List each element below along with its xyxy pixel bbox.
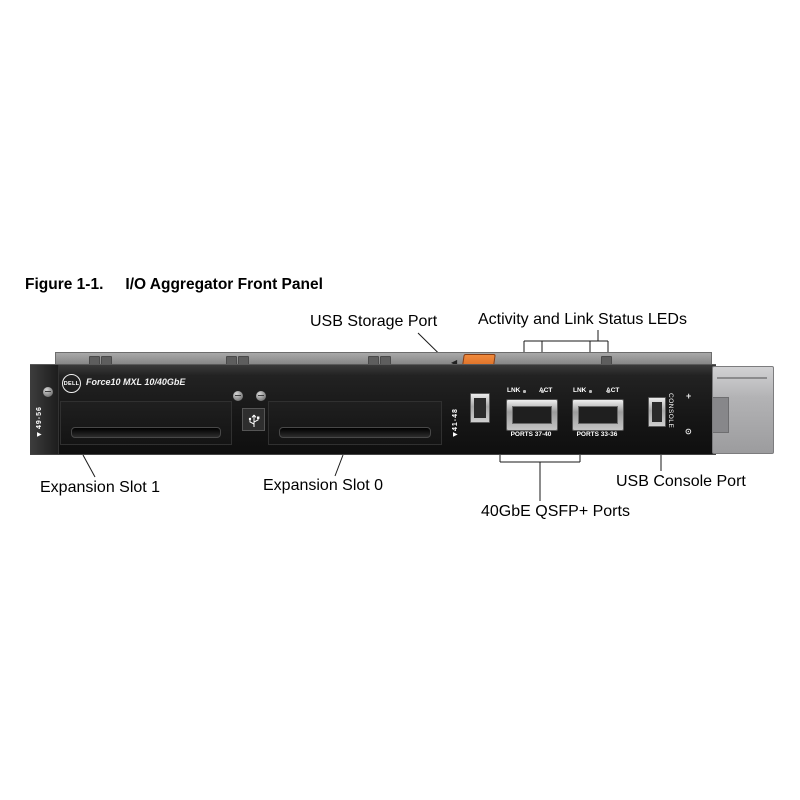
callout-activity-link-leds: Activity and Link Status LEDs bbox=[478, 311, 687, 328]
act-led-label: ACT bbox=[539, 387, 553, 394]
figure-title: I/O Aggregator Front Panel bbox=[125, 276, 323, 293]
switch-front-panel: ◀ DELL Force10 MXL 10/40GbE 49-56 ▶ bbox=[30, 352, 774, 455]
screw bbox=[256, 391, 266, 401]
line-slot0 bbox=[334, 454, 344, 477]
act-led-label: ACT bbox=[606, 387, 620, 394]
expansion-slot-1-blank bbox=[60, 401, 232, 445]
port-range-49-56-arrow-icon: ▶ bbox=[37, 432, 42, 438]
slot-groove bbox=[71, 427, 221, 438]
lnk-led-label: LNK bbox=[573, 387, 587, 394]
latch-arrow-icon: ◀ bbox=[451, 358, 458, 367]
activity-led bbox=[541, 390, 544, 393]
handle-detail bbox=[717, 377, 767, 379]
line-slot1 bbox=[82, 454, 96, 478]
activity-led bbox=[607, 390, 610, 393]
figure-number: Figure 1-1. bbox=[25, 276, 104, 293]
qsfp-port-33-36 bbox=[572, 399, 624, 431]
port-range-41-48-arrow-icon: ▶ bbox=[453, 432, 458, 438]
port-range-41-48-label: 41-48 bbox=[452, 408, 459, 431]
figure-caption: Figure 1-1. I/O Aggregator Front Panel bbox=[25, 276, 323, 294]
ports-37-40-label: PORTS 37-40 bbox=[510, 431, 552, 438]
callout-usb-storage-port: USB Storage Port bbox=[310, 313, 438, 330]
status-ring-icon: ⊙ bbox=[685, 427, 692, 436]
callout-qsfp-ports: 40GbE QSFP+ Ports bbox=[481, 503, 630, 520]
console-label: CONSOLE bbox=[667, 393, 674, 429]
model-label: Force10 MXL 10/40GbE bbox=[86, 377, 186, 387]
usb-icon bbox=[248, 414, 259, 427]
link-status-led bbox=[589, 390, 592, 393]
ports-33-36-label: PORTS 33-36 bbox=[576, 431, 618, 438]
usb-console-port bbox=[648, 397, 666, 427]
port-range-49-56-label: 49-56 bbox=[36, 406, 43, 429]
dell-logo: DELL bbox=[62, 374, 81, 393]
callout-expansion-slot-1: Expansion Slot 1 bbox=[40, 479, 161, 496]
ejector-handle bbox=[712, 366, 774, 454]
usb-console-port-slot bbox=[652, 402, 662, 422]
qsfp-cage bbox=[578, 406, 618, 424]
status-plus-icon: + bbox=[686, 391, 692, 401]
expansion-slot-0-blank bbox=[268, 401, 442, 445]
callout-expansion-slot-0: Expansion Slot 0 bbox=[263, 477, 384, 494]
usb-icon-plate bbox=[242, 408, 265, 431]
screw bbox=[43, 387, 53, 397]
screw bbox=[233, 391, 243, 401]
left-end-cap bbox=[30, 365, 59, 454]
slot-groove bbox=[279, 427, 431, 438]
link-status-led bbox=[523, 390, 526, 393]
qsfp-port-37-40 bbox=[506, 399, 558, 431]
usb-storage-port bbox=[470, 393, 490, 423]
handle-notch bbox=[713, 397, 729, 433]
callout-usb-console-port: USB Console Port bbox=[616, 473, 746, 490]
lnk-led-label: LNK bbox=[507, 387, 521, 394]
usb-storage-port-slot bbox=[474, 398, 486, 418]
chassis-body: DELL Force10 MXL 10/40GbE 49-56 ▶ bbox=[30, 364, 716, 455]
qsfp-cage bbox=[512, 406, 552, 424]
